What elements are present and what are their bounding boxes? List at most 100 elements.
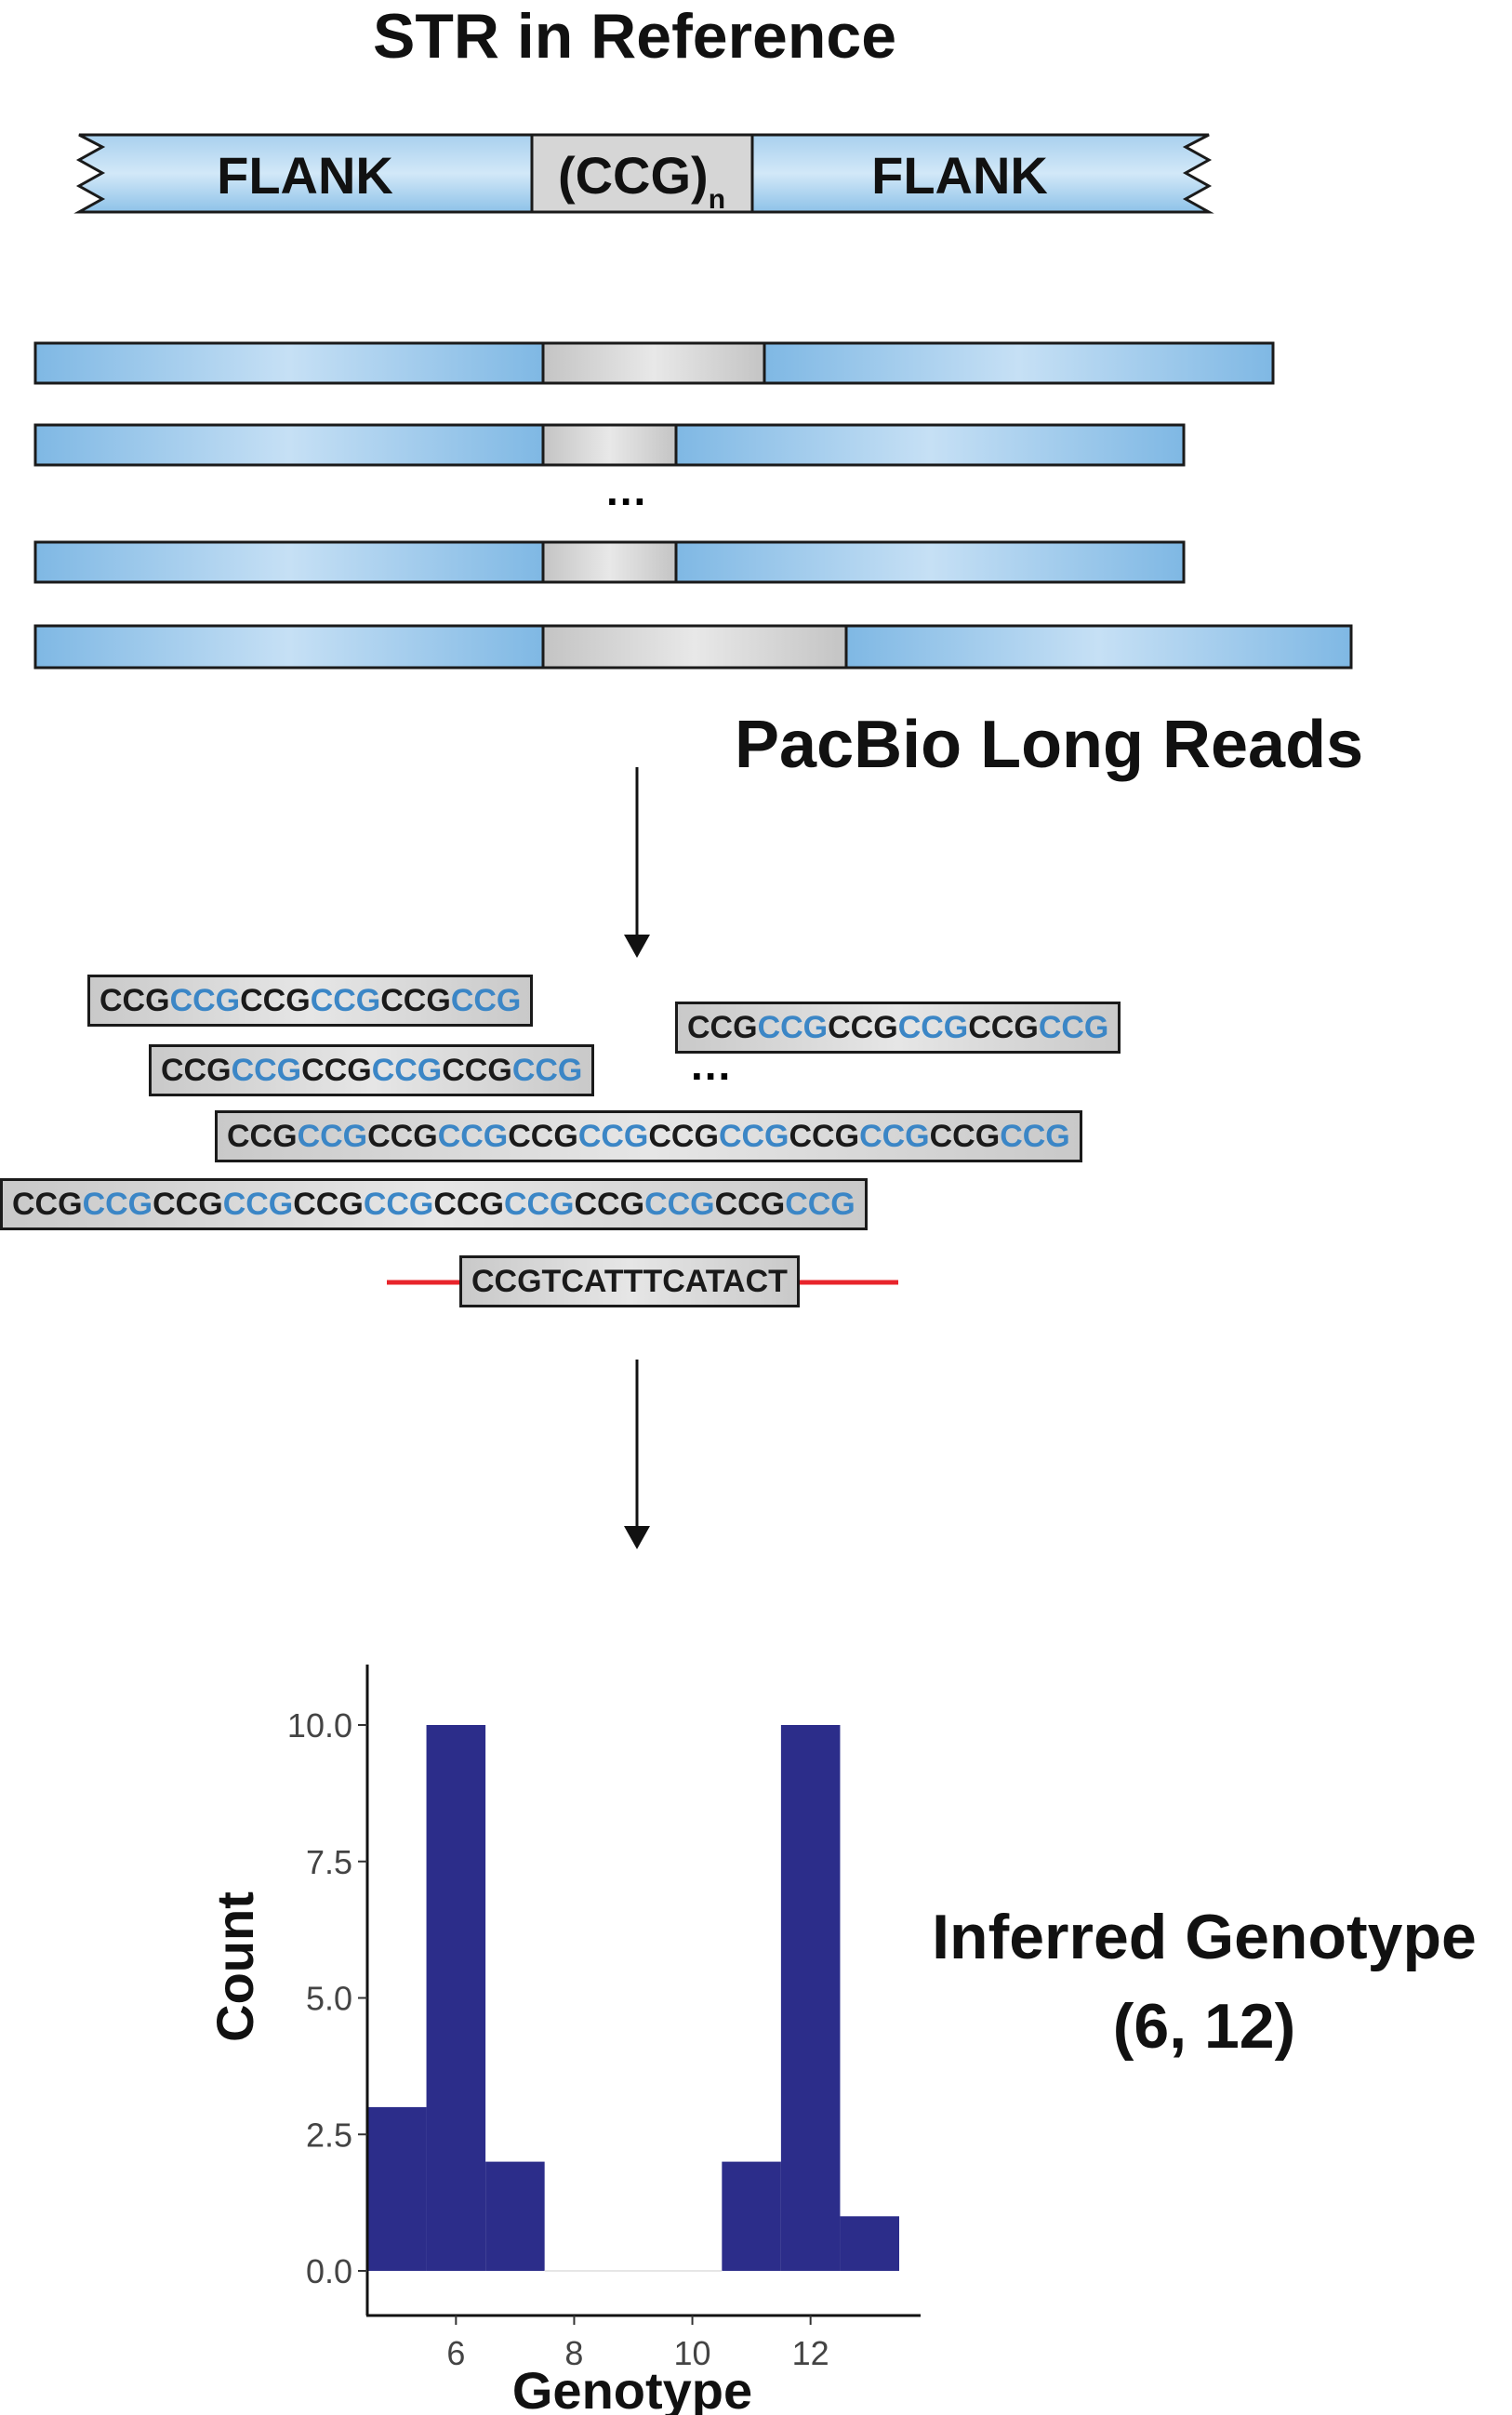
inferred-genotype: Inferred Genotype (6, 12) (869, 1892, 1512, 2071)
reference-right-flank-label: FLANK (871, 146, 1048, 205)
repeat-unit: CCG (968, 1010, 1039, 1045)
repeat-unit: CCG (231, 1053, 302, 1088)
repeat-unit: CCG (687, 1010, 758, 1045)
sequence-read: CCGCCGCCGCCGCCGCCG (149, 1044, 595, 1096)
long-read (33, 624, 1353, 670)
x-tick-label: 6 (446, 2334, 465, 2372)
histogram-bar (485, 2161, 545, 2271)
repeat-unit: CCG (82, 1187, 153, 1222)
y-tick-label: 2.5 (306, 2116, 352, 2154)
read-left-flank (33, 423, 545, 467)
repeat-unit: CCG (433, 1187, 504, 1222)
long-read (33, 540, 1186, 584)
histogram-bar (840, 2216, 899, 2271)
y-tick-label: 7.5 (306, 1843, 352, 1881)
rejected-read: CCGTCATTTCATACT (459, 1255, 800, 1307)
inferred-genotype-value: (6, 12) (1112, 1991, 1296, 2062)
histogram-bar (367, 2106, 427, 2271)
repeat-unit: CCG (297, 1119, 368, 1154)
reads-label: PacBio Long Reads (735, 708, 1364, 782)
repeat-unit: CCG (785, 1187, 855, 1222)
sequence-read: CCGCCGCCGCCGCCGCCGCCGCCGCCGCCGCCGCCG (215, 1110, 1082, 1162)
read-right-flank (844, 624, 1353, 670)
read-repeat (541, 423, 678, 467)
y-tick-label: 0.0 (306, 2252, 352, 2290)
repeat-unit: CCG (161, 1053, 232, 1088)
repeat-unit: CCG (222, 1187, 294, 1222)
repeat-unit: CCG (450, 983, 522, 1018)
repeat-unit: CCG (12, 1187, 83, 1222)
histogram-bar (426, 1725, 486, 2271)
repeat-unit: CCG (929, 1119, 1001, 1154)
repeat-unit: CCG (363, 1187, 434, 1222)
repeat-unit: CCG (310, 983, 381, 1018)
repeat-unit: CCG (757, 1010, 829, 1045)
repeat-unit: CCG (648, 1119, 719, 1154)
repeat-unit: CCG (240, 983, 311, 1018)
sequence-read: CCGCCGCCGCCGCCGCCG (675, 1002, 1121, 1054)
y-axis-label: Count (206, 1891, 264, 2042)
repeat-unit: CCG (897, 1010, 969, 1045)
figure-title: STR in Reference (372, 1, 897, 72)
repeat-unit: CCG (577, 1119, 649, 1154)
reads-ellipsis: ... (606, 466, 648, 514)
repeat-unit: CCG (99, 983, 170, 1018)
repeat-unit: CCG (508, 1119, 578, 1154)
read-left-flank (33, 341, 545, 385)
long-read (33, 341, 1275, 385)
repeat-unit: CCG (714, 1187, 786, 1222)
repeat-unit: CCG (301, 1053, 372, 1088)
repeat-unit: CCG (1000, 1119, 1070, 1154)
repeat-unit: CCG (503, 1187, 575, 1222)
reference-repeat-unit: (CCG) (558, 146, 709, 205)
repeat-unit: CCG (718, 1119, 789, 1154)
repeat-unit: CCG (828, 1010, 898, 1045)
repeat-unit: CCG (153, 1187, 223, 1222)
repeat-unit: CCG (169, 983, 241, 1018)
x-axis-label: Genotype (512, 2361, 752, 2415)
x-tick-label: 12 (792, 2334, 829, 2372)
x-tick-label: 10 (674, 2334, 711, 2372)
read-right-flank (763, 341, 1275, 385)
repeat-unit: CCG (293, 1187, 364, 1222)
reference-str: FLANK (CCG)n FLANK (73, 133, 1214, 215)
arrow-head (624, 935, 650, 958)
read-left-flank (33, 540, 545, 584)
long-read (33, 423, 1186, 467)
y-tick-label: 10.0 (287, 1706, 352, 1745)
repeat-unit: CCG (367, 1119, 438, 1154)
read-repeat (541, 624, 848, 670)
repeat-unit: CCG (789, 1119, 860, 1154)
read-left-flank (33, 624, 545, 670)
inferred-genotype-label: Inferred Genotype (932, 1902, 1477, 1972)
long-reads (33, 341, 1353, 670)
x-tick-label: 8 (564, 2334, 583, 2372)
repeat-unit: CCG (442, 1053, 512, 1088)
read-right-flank (674, 540, 1186, 584)
arrow-head (624, 1526, 650, 1549)
reference-left-flank-label: FLANK (217, 146, 393, 205)
repeat-unit: CCG (511, 1053, 583, 1088)
repeat-unit: CCG (574, 1187, 645, 1222)
repeat-unit: CCG (380, 983, 451, 1018)
reference-repeat-subscript: n (709, 184, 725, 215)
repeat-unit: CCG (227, 1119, 298, 1154)
repeat-unit: CCG (859, 1119, 930, 1154)
reference-repeat-label: (CCG)n (558, 146, 725, 215)
histogram-bar (722, 2161, 781, 2271)
histogram-bar (780, 1725, 841, 2271)
repeat-unit: CCG (1038, 1010, 1109, 1045)
repeat-unit: CCG (371, 1053, 443, 1088)
reference-repeat (530, 133, 754, 214)
read-repeat (541, 540, 678, 584)
read-right-flank (674, 423, 1186, 467)
reference-right-flank (750, 133, 1214, 214)
sequence-read: CCGCCGCCGCCGCCGCCG (87, 975, 534, 1027)
y-tick-label: 5.0 (306, 1980, 352, 2018)
read-repeat (541, 341, 766, 385)
sequence-read: CCGCCGCCGCCGCCGCCGCCGCCGCCGCCGCCGCCG (0, 1178, 868, 1230)
repeat-unit: CCG (644, 1187, 715, 1222)
repeat-unit: CCG (437, 1119, 509, 1154)
